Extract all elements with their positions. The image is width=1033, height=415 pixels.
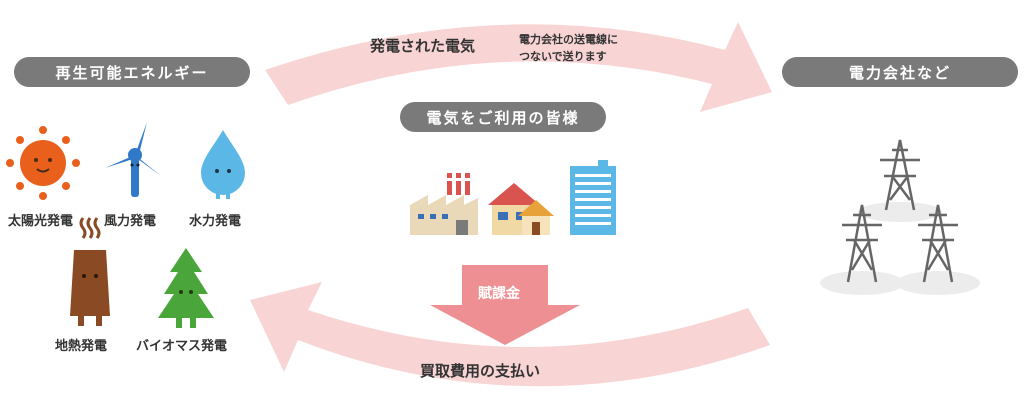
transmission-tower-icon xyxy=(842,139,958,283)
wind-turbine-icon xyxy=(105,122,161,197)
electricity-flow-arrow xyxy=(265,22,772,112)
wind-power-label: 風力発電 xyxy=(104,214,157,229)
water-drop-icon xyxy=(201,130,245,199)
transmission-note-line1: 電力会社の送電線に xyxy=(519,33,618,46)
utility-pill: 電力会社など xyxy=(782,57,1018,87)
office-building-icon xyxy=(570,160,616,235)
tree-icon xyxy=(158,248,214,328)
geothermal-power-label: 地熱発電 xyxy=(55,339,108,354)
payment-flow-arrow xyxy=(250,282,770,387)
biomass-power-label: バイオマス発電 xyxy=(136,339,228,354)
tower-ground-icon xyxy=(820,202,980,295)
hydro-power-label: 水力発電 xyxy=(189,214,242,229)
purchase-payment-label: 買取費用の支払い xyxy=(420,362,541,380)
renewable-energy-pill: 再生可能エネルギー xyxy=(14,57,250,87)
factory-icon xyxy=(410,173,478,235)
sun-icon xyxy=(6,126,80,200)
geothermal-icon xyxy=(70,217,110,326)
customers-pill: 電気をご利用の皆様 xyxy=(400,102,606,132)
solar-power-label: 太陽光発電 xyxy=(8,214,74,229)
generated-electricity-label: 発電された電気 xyxy=(370,37,476,55)
surcharge-arrow xyxy=(430,265,580,345)
transmission-note-line2: つないで送ります xyxy=(519,50,607,63)
surcharge-label: 賦課金 xyxy=(478,286,520,302)
house-icon xyxy=(488,183,554,235)
